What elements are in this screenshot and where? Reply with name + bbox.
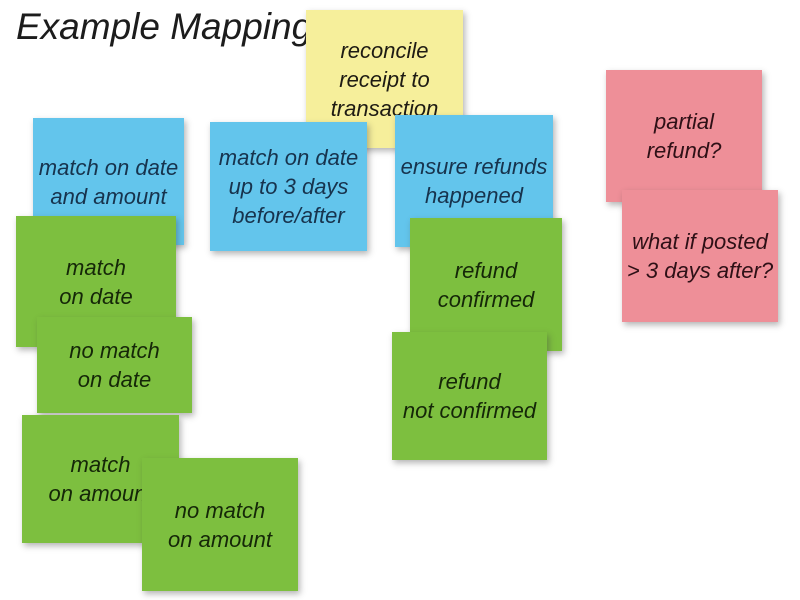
sticky-note-text: match on date (59, 254, 133, 309)
page-title: Example Mapping (16, 6, 313, 47)
sticky-note-match-date-3-days: match on date up to 3 days before/after (210, 122, 367, 251)
sticky-note-text: refund not confirmed (402, 369, 537, 423)
sticky-note-no-match-on-amount: no match on amount (142, 458, 298, 591)
sticky-note-no-match-on-date: no match on date (37, 317, 192, 413)
sticky-note-text: partial refund? (646, 109, 722, 163)
sticky-note-posted-3-days-after: what if posted > 3 days after? (622, 190, 778, 322)
sticky-note-text: refund confirmed (437, 257, 535, 312)
sticky-note-text: what if posted > 3 days after? (626, 229, 774, 283)
sticky-note-partial-refund: partial refund? (606, 70, 762, 202)
sticky-note-text: no match on amount (168, 497, 272, 552)
sticky-note-refund-confirmed: refund confirmed (410, 218, 562, 351)
sticky-note-text: match on date and amount (38, 154, 179, 209)
sticky-note-text: match on amount (48, 452, 153, 506)
sticky-note-text: no match on date (69, 338, 160, 392)
sticky-note-text: match on date up to 3 days before/after (218, 145, 359, 228)
sticky-note-text: ensure refunds happened (400, 154, 548, 208)
sticky-note-refund-not-confirmed: refund not confirmed (392, 332, 547, 460)
sticky-note-text: reconcile receipt to transaction (330, 37, 439, 121)
